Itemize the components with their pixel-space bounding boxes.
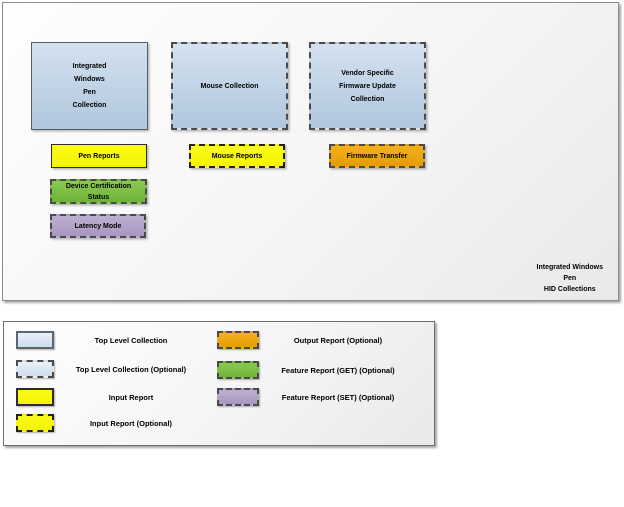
legend-swatch-feature-report-get-optional bbox=[217, 361, 259, 379]
legend-label-input-report: Input Report bbox=[108, 392, 154, 402]
legend-label-input-report-optional: Input Report (Optional) bbox=[89, 418, 173, 428]
legend-label-feature-report-set-optional: Feature Report (SET) (Optional) bbox=[281, 392, 395, 402]
legend-swatch-input-report-optional bbox=[16, 414, 54, 432]
legend-swatch-feature-report-set-optional bbox=[217, 388, 259, 406]
legend-label-top-level-collection-optional: Top Level Collection (Optional) bbox=[75, 364, 187, 374]
pen-collection-box: Integrated Windows Pen Collection bbox=[31, 42, 148, 130]
legend-panel: Top Level Collection Top Level Collectio… bbox=[3, 321, 435, 446]
diagram-panel: Integrated Windows Pen Collection Mouse … bbox=[2, 2, 619, 301]
device-certification-status-box: Device Certification Status bbox=[50, 179, 147, 204]
legend-label-top-level-collection: Top Level Collection bbox=[94, 335, 168, 345]
diagram-caption: Integrated Windows Pen HID Collections bbox=[536, 264, 603, 293]
pen-reports-box: Pen Reports bbox=[51, 144, 147, 168]
legend-label-feature-report-get-optional: Feature Report (GET) (Optional) bbox=[281, 365, 395, 375]
legend-swatch-top-level-collection bbox=[16, 331, 54, 349]
legend-swatch-output-report-optional bbox=[217, 331, 259, 349]
latency-mode-box: Latency Mode bbox=[50, 214, 146, 238]
mouse-collection-box: Mouse Collection bbox=[171, 42, 288, 130]
legend-label-output-report-optional: Output Report (Optional) bbox=[293, 335, 383, 345]
firmware-transfer-box: Firmware Transfer bbox=[329, 144, 425, 168]
vendor-firmware-collection-box: Vendor Specific Firmware Update Collecti… bbox=[309, 42, 426, 130]
mouse-reports-box: Mouse Reports bbox=[189, 144, 285, 168]
legend-swatch-top-level-collection-optional bbox=[16, 360, 54, 378]
legend-swatch-input-report bbox=[16, 388, 54, 406]
